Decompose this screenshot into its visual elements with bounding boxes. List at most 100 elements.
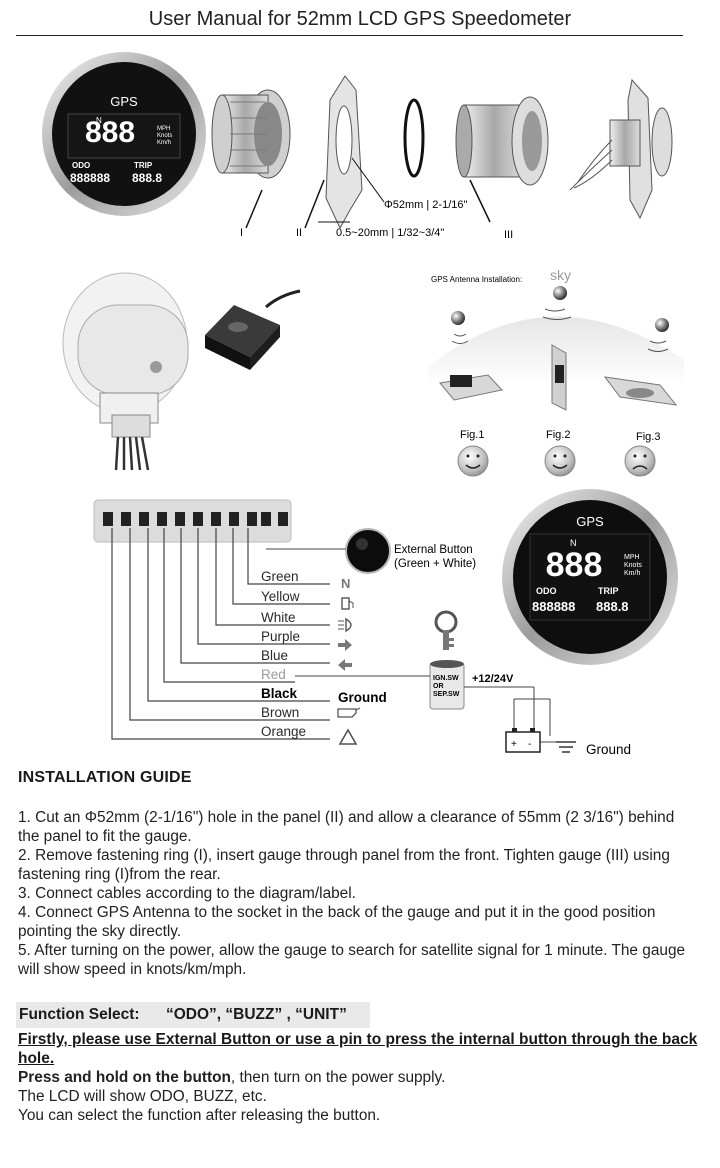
gauge-unit-kmh: Km/h bbox=[157, 140, 171, 146]
external-button-sublabel: (Green + White) bbox=[394, 558, 476, 570]
large-gauge-knots: Knots bbox=[624, 562, 642, 569]
warning-triangle-icon bbox=[338, 728, 358, 745]
wire-label-brown: Brown bbox=[261, 705, 299, 720]
large-gauge-kmh: Km/h bbox=[624, 570, 640, 577]
connector-pin bbox=[157, 512, 167, 526]
gps-antenna-puck bbox=[205, 289, 301, 370]
mounting-illustration: GPS 888 MPH Knots Km/h N ODO TRIP 888888… bbox=[42, 52, 673, 241]
label-part-ii: II bbox=[296, 227, 302, 239]
step-3: 3. Connect cables according to the diagr… bbox=[18, 885, 356, 902]
wire-orange bbox=[111, 528, 330, 740]
wire-purple bbox=[197, 528, 330, 645]
gauge-front-large: GPS 888 MPH Knots Km/h N ODO TRIP 888888… bbox=[502, 489, 678, 665]
large-gauge-mph: MPH bbox=[624, 554, 640, 561]
connector-pin bbox=[175, 512, 185, 526]
large-gauge-trip-label: TRIP bbox=[598, 586, 619, 596]
large-gauge-trip-value: 888.8 bbox=[596, 599, 629, 614]
large-gauge-odo-label: ODO bbox=[536, 586, 557, 596]
wire-green bbox=[247, 528, 330, 585]
select-function-line: You can select the function after releas… bbox=[18, 1107, 381, 1124]
label-part-iii: III bbox=[504, 229, 513, 241]
connector-pin bbox=[193, 512, 203, 526]
wire-connector bbox=[93, 499, 292, 543]
lcd-show-line: The LCD will show ODO, BUZZ, etc. bbox=[18, 1088, 267, 1105]
battery-minus: - bbox=[528, 739, 531, 750]
switch-line-1: IGN.SW bbox=[433, 675, 459, 682]
wire-lines bbox=[111, 528, 330, 740]
press-hold-bold: Press and hold on the button bbox=[18, 1069, 231, 1086]
gauge-north-indicator: N bbox=[96, 116, 102, 125]
assembled-gauge-part bbox=[569, 78, 673, 220]
wire-label-red: Red bbox=[261, 667, 286, 682]
threaded-body-part bbox=[455, 96, 549, 186]
o-ring-part bbox=[403, 98, 425, 178]
wire-label-white: White bbox=[261, 610, 296, 625]
large-gauge-speed: 888 bbox=[546, 546, 603, 584]
fuel-icon bbox=[341, 597, 354, 610]
function-instruction-bold: Firstly, please use External Button or u… bbox=[18, 1031, 698, 1067]
wiring-diagram: GreenYellowWhitePurpleBlueRedBlackBrownO… bbox=[93, 489, 678, 757]
connector-pins bbox=[103, 512, 288, 526]
fig1-label: Fig.1 bbox=[460, 429, 484, 441]
fig2-label: Fig.2 bbox=[546, 429, 570, 441]
gauge-unit-mph: MPH bbox=[157, 126, 170, 132]
wire-white bbox=[215, 528, 330, 626]
label-part-i: I bbox=[240, 227, 243, 239]
gauge-unit-knots: Knots bbox=[157, 133, 172, 139]
thickness-dimension: 0.5~20mm | 1/32~3/4" bbox=[336, 227, 444, 239]
wire-blue bbox=[180, 528, 330, 664]
function-select-bar: Function Select: “ODO”, “BUZZ” , “UNIT” bbox=[16, 1002, 370, 1028]
connector-pin bbox=[103, 512, 113, 526]
sky-label: sky bbox=[550, 267, 571, 283]
external-button-label: External Button bbox=[394, 544, 473, 556]
antenna-install-title: GPS Antenna Installation: bbox=[431, 275, 522, 284]
external-button[interactable] bbox=[345, 528, 391, 574]
connector-pin bbox=[261, 512, 271, 526]
step-5: 5. After turning on the power, allow the… bbox=[18, 942, 686, 978]
press-hold-line: Press and hold on the button, then turn … bbox=[18, 1068, 445, 1087]
switch-line-2: OR bbox=[433, 683, 444, 690]
satellite-left bbox=[451, 311, 465, 325]
ignition-switch bbox=[429, 660, 465, 710]
wire-label-green: Green bbox=[261, 569, 299, 584]
function-select-options: “ODO”, “BUZZ” , “UNIT” bbox=[166, 1006, 347, 1023]
ground-label-right: Ground bbox=[586, 742, 631, 757]
press-hold-rest: , then turn on the power supply. bbox=[230, 1069, 446, 1086]
wire-red bbox=[163, 528, 295, 683]
wire-yellow bbox=[232, 528, 330, 605]
fig3-sad-face bbox=[624, 445, 656, 477]
installation-guide-heading: INSTALLATION GUIDE bbox=[18, 769, 192, 786]
wire-label-orange: Orange bbox=[261, 724, 306, 739]
ground-label-black: Ground bbox=[338, 690, 387, 705]
connector-pin bbox=[278, 512, 288, 526]
connector-pin bbox=[229, 512, 239, 526]
wire-black bbox=[147, 528, 330, 702]
ground-symbol bbox=[556, 741, 576, 753]
gauge-speed-digits: 888 bbox=[85, 116, 135, 149]
manual-title: User Manual for 52mm LCD GPS Speedometer bbox=[148, 8, 572, 30]
step-4: 4. Connect GPS Antenna to the socket in … bbox=[18, 904, 656, 940]
gauge-rear-view bbox=[62, 272, 189, 471]
installation-steps: 1. Cut an Φ52mm (2-1/16") hole in the pa… bbox=[18, 808, 688, 979]
hole-dimension: Φ52mm | 2-1/16" bbox=[384, 199, 467, 211]
step-2: 2. Remove fastening ring (I), insert gau… bbox=[18, 847, 670, 883]
gauge-trip-label: TRIP bbox=[134, 161, 153, 170]
large-gauge-brand: GPS bbox=[576, 514, 604, 529]
voltage-label: +12/24V bbox=[472, 673, 514, 685]
fig1-antenna-flat bbox=[439, 374, 503, 401]
fig2-antenna-vertical bbox=[551, 344, 567, 411]
fig3-antenna-tilted bbox=[603, 376, 678, 406]
connector-pin bbox=[139, 512, 149, 526]
large-gauge-odo-value: 888888 bbox=[532, 599, 575, 614]
satellite-top bbox=[553, 286, 567, 300]
gauge-odo-label: ODO bbox=[72, 161, 90, 170]
battery-plus: + bbox=[511, 739, 517, 750]
fig2-happy-face bbox=[544, 445, 576, 477]
key-icon bbox=[434, 610, 458, 650]
panel-part bbox=[325, 75, 363, 230]
gauge-brand-text: GPS bbox=[110, 94, 138, 109]
wire-label-black: Black bbox=[261, 686, 298, 701]
left-turn-icon bbox=[338, 659, 352, 671]
antenna-illustration: GPS Antenna Installation: sky Fig.1 Fig.… bbox=[62, 267, 684, 477]
title-divider bbox=[16, 35, 683, 36]
